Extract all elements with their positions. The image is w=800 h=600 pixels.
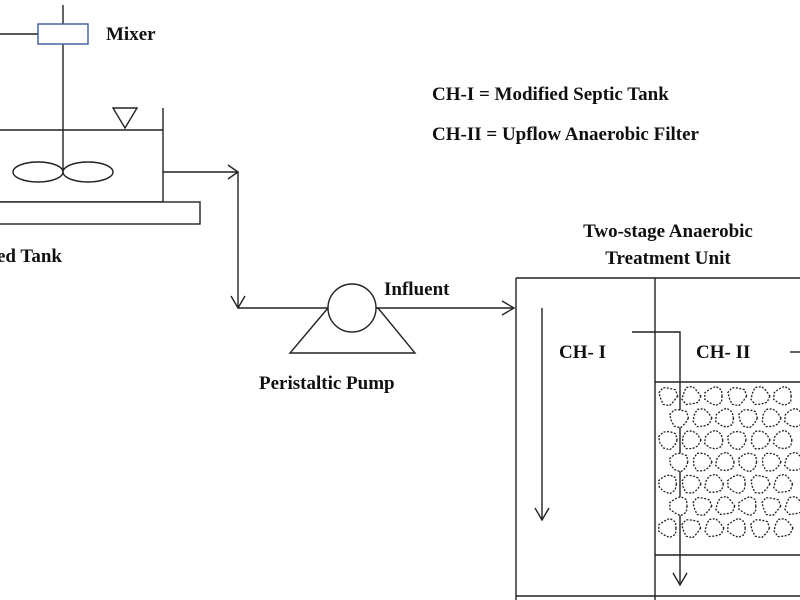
filter-media-piece	[658, 517, 677, 539]
tank-base	[0, 201, 201, 225]
treatment-unit	[515, 277, 800, 600]
filter-media-piece	[668, 409, 690, 429]
filter-media-piece	[761, 408, 782, 428]
filter-media-piece	[750, 474, 771, 494]
legend-ch2: CH-II = Upflow Anaerobic Filter	[432, 124, 700, 145]
feed-pipe	[163, 164, 330, 310]
filter-media-piece	[773, 385, 792, 407]
impeller-blade-left	[12, 161, 64, 183]
ch1-label: CH- I	[559, 342, 606, 363]
feed-tank-label: ed Tank	[0, 246, 62, 267]
filter-media-piece	[727, 473, 746, 495]
filter-media-piece	[692, 452, 713, 472]
water-level-icon	[111, 107, 139, 130]
filter-media-piece	[703, 473, 725, 493]
filter-media-piece	[692, 408, 713, 428]
pump-rotor	[327, 283, 377, 333]
filter-media-piece	[714, 451, 735, 472]
filter-media-piece	[704, 385, 723, 407]
filter-media-piece	[772, 473, 794, 493]
filter-media-piece	[749, 519, 771, 539]
filter-media-piece	[657, 474, 678, 495]
filter-media-piece	[704, 517, 725, 538]
impeller-blade-right	[62, 161, 114, 183]
legend-ch1: CH-I = Modified Septic Tank	[432, 84, 669, 105]
arrow-right-icon	[501, 300, 516, 316]
ch2-label: CH- II	[696, 342, 750, 363]
filter-media-piece	[727, 387, 748, 407]
arrow-down-icon	[534, 507, 550, 522]
feed-tank	[0, 5, 201, 225]
filter-media-piece	[657, 430, 678, 451]
filter-media-piece	[750, 430, 771, 450]
filter-media-piece	[727, 517, 746, 539]
filter-media	[657, 385, 800, 539]
filter-media-piece	[681, 385, 702, 406]
filter-media-piece	[738, 495, 757, 517]
filter-media-piece	[783, 407, 800, 428]
arrow-down-icon	[672, 572, 688, 587]
peristaltic-pump	[288, 283, 417, 354]
filter-media-piece	[668, 452, 689, 473]
filter-media-piece	[784, 495, 800, 516]
filter-media-piece	[715, 407, 735, 428]
filter-media-piece	[783, 451, 800, 472]
influent-label: Influent	[384, 279, 450, 300]
pump-label: Peristaltic Pump	[259, 373, 395, 394]
filter-media-piece	[761, 452, 782, 472]
mixer-label: Mixer	[106, 24, 156, 45]
filter-media-piece	[726, 430, 747, 451]
filter-media-piece	[773, 518, 794, 538]
filter-media-piece	[681, 430, 702, 450]
filter-media-piece	[681, 519, 702, 539]
mixer-box	[37, 23, 89, 45]
filter-media-piece	[761, 496, 782, 517]
filter-media-piece	[703, 429, 724, 450]
filter-media-piece	[737, 452, 758, 473]
unit-title-line2: Treatment Unit	[605, 248, 731, 269]
filter-media-piece	[750, 385, 771, 406]
influent-pipe	[376, 300, 516, 316]
filter-media-piece	[658, 386, 679, 407]
filter-media-piece	[772, 429, 793, 450]
filter-media-piece	[737, 409, 758, 429]
filter-media-piece	[669, 495, 688, 517]
unit-title-line1: Two-stage Anaerobic	[583, 221, 753, 242]
filter-media-piece	[692, 496, 713, 517]
filter-media-piece	[715, 495, 736, 515]
filter-media-piece	[681, 474, 702, 494]
